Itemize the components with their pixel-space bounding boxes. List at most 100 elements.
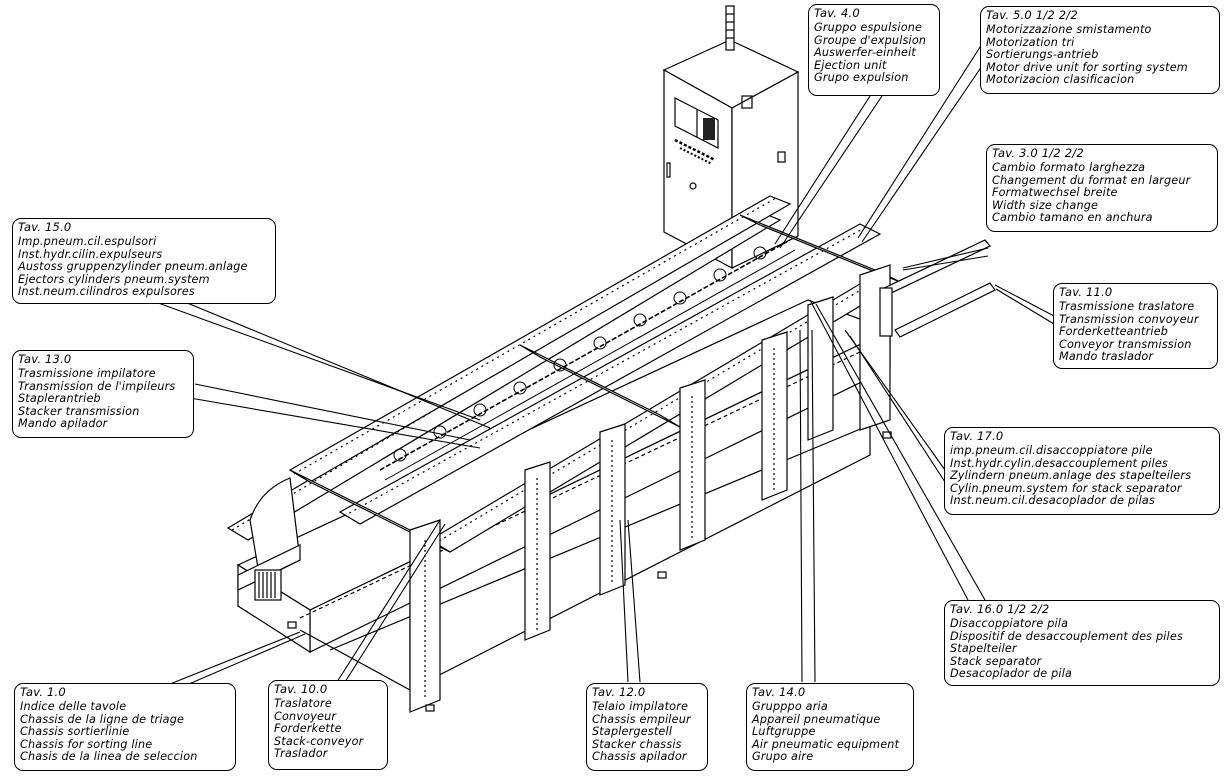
leader-tav-1-0 xyxy=(154,631,301,691)
callout-line: Trasmissione traslatore xyxy=(1059,300,1195,314)
callout-tav-10-0: Tav. 10.0 Traslatore Convoyeur Forderket… xyxy=(268,680,388,770)
callout-line: Disaccoppiatore pila xyxy=(950,617,1069,631)
callout-line: Gruppo espulsione xyxy=(814,21,923,35)
callout-line: Inst.neum.cil.desacoplador de pilas xyxy=(950,494,1155,508)
callout-line: Chassis for sorting line xyxy=(20,737,153,751)
leader-tav-11-0 xyxy=(994,284,1055,317)
callout-line: Motorization tri xyxy=(986,35,1075,49)
leader-tav-15-0 xyxy=(149,299,481,421)
control-panel-screen xyxy=(674,97,719,149)
callout-line: Inst.neum.cilindros expulsores xyxy=(18,285,195,299)
callout-ref: Tav. 15.0 xyxy=(18,220,72,234)
callout-tav-11-0: Tav. 11.0 Trasmissione traslatore Transm… xyxy=(1053,283,1218,369)
callout-line: Forderketteantrieb xyxy=(1059,325,1169,339)
infeed-section xyxy=(237,477,301,601)
callout-line: Indice delle tavole xyxy=(20,700,127,714)
callout-line: Trasmissione impilatore xyxy=(18,367,156,381)
callout-tav-4-0: Tav. 4.0 Gruppo espulsione Groupe d'expu… xyxy=(808,4,940,96)
callout-ref: Tav. 10.0 xyxy=(274,682,328,696)
callout-tav-16-0: Tav. 16.0 1/2 2/2 Disaccoppiatore pila D… xyxy=(944,600,1220,686)
callout-line: Mando apilador xyxy=(18,417,108,431)
callout-tav-15-0: Tav. 15.0 Imp.pneum.cil.espulsori Inst.h… xyxy=(12,218,276,304)
callout-line: Inst.hydr.cilin.expulseurs xyxy=(18,247,163,261)
leader-lines xyxy=(149,43,1055,691)
callout-tav-5-0: Tav. 5.0 1/2 2/2 Motorizzazione smistame… xyxy=(980,6,1220,94)
callout-line: Grupo aire xyxy=(752,750,814,764)
ejector-cylinders xyxy=(379,239,796,481)
callout-line: Cambio tamano en anchura xyxy=(992,211,1153,225)
callout-line: Traslador xyxy=(274,747,328,761)
callout-line: Chassis empileur xyxy=(592,712,691,726)
leader-tav-14-0 xyxy=(799,329,803,683)
callout-tav-17-0: Tav. 17.0 imp.pneum.cil.disaccoppiatore … xyxy=(944,427,1220,515)
door-handle-icon xyxy=(666,162,671,178)
callout-line: Austoss gruppenzylinder pneum.anlage xyxy=(18,260,248,274)
callout-ref: Tav. 5.0 1/2 2/2 xyxy=(986,8,1078,22)
leader-tav-12-0 xyxy=(619,519,629,683)
callout-line: Telaio impilatore xyxy=(592,700,689,714)
callout-ref: Tav. 16.0 1/2 2/2 xyxy=(950,602,1050,616)
callout-line: Transmission de l'impileurs xyxy=(18,379,176,393)
callout-line: Formatwechsel breite xyxy=(992,186,1118,200)
callout-line: Cambio formato larghezza xyxy=(992,161,1146,175)
callout-line: Mando traslador xyxy=(1059,350,1154,364)
callout-line: Chassis sortierlinie xyxy=(20,725,130,739)
callout-line: Motorizzazione smistamento xyxy=(986,23,1152,37)
callout-line: Cylin.pneum.system for stack separator xyxy=(950,481,1182,495)
callout-line: Grupo expulsion xyxy=(814,71,909,85)
callout-tav-12-0: Tav. 12.0 Telaio impilatore Chassis empi… xyxy=(586,683,708,771)
callout-line: Width size change xyxy=(992,198,1099,212)
callout-ref: Tav. 13.0 xyxy=(18,352,72,366)
callout-tav-3-0: Tav. 3.0 1/2 2/2 Cambio formato larghezz… xyxy=(986,144,1218,232)
callout-line: Stacker transmission xyxy=(18,404,140,418)
callout-line: Stacker chassis xyxy=(592,737,682,751)
callout-line: Chasis de la linea de seleccion xyxy=(20,750,198,764)
callout-line: Ejection unit xyxy=(814,58,887,72)
callout-line: Inst.hydr.cylin.desaccouplement piles xyxy=(950,456,1168,470)
callout-line: Stapelteiler xyxy=(950,642,1017,656)
callout-line: Groupe d'expulsion xyxy=(814,33,927,47)
callout-line: Stack-conveyor xyxy=(274,734,364,748)
width-adjustment-rods xyxy=(879,239,996,338)
callout-tav-1-0: Tav. 1.0 Indice delle tavole Chassis de … xyxy=(14,683,236,771)
leader-tav-5-0 xyxy=(857,43,983,239)
callout-line: Luftgruppe xyxy=(752,725,816,739)
callout-ref: Tav. 14.0 xyxy=(752,685,806,699)
main-switch-icon xyxy=(777,151,786,163)
callout-line: Motor drive unit for sorting system xyxy=(986,60,1188,74)
callout-line: Transmission convoyeur xyxy=(1059,312,1199,326)
leader-tav-16-0 xyxy=(809,299,969,601)
callout-ref: Tav. 11.0 xyxy=(1059,285,1113,299)
callout-line: Stack separator xyxy=(950,654,1042,668)
leader-tav-4-0 xyxy=(774,95,871,245)
callout-line: Staplergestell xyxy=(592,725,673,739)
callout-tav-14-0: Tav. 14.0 Grupppo aria Appareil pneumati… xyxy=(746,683,914,771)
leader-tav-10-0 xyxy=(336,519,441,683)
callout-line: Zylindern pneum.anlage des stapelteilers xyxy=(950,469,1192,483)
callout-line: Sortierungs-antrieb xyxy=(986,48,1099,62)
callout-line: Traslatore xyxy=(274,697,332,711)
callout-line: Auswerfer-einheit xyxy=(814,46,917,60)
callout-line: Ejectors cylinders pneum.system xyxy=(18,272,210,286)
callout-line: Conveyor transmission xyxy=(1059,337,1192,351)
leader-tav-3-0 xyxy=(902,247,989,269)
callout-line: Staplerantrieb xyxy=(18,392,101,406)
callout-line: Appareil pneumatique xyxy=(752,712,881,726)
callout-line: Motorizacion clasificacion xyxy=(986,73,1135,87)
callout-line: imp.pneum.cil.disaccoppiatore pile xyxy=(950,444,1153,458)
callout-line: Chassis de la ligne de triage xyxy=(20,712,185,726)
callout-line: Grupppo aria xyxy=(752,700,828,714)
callout-ref: Tav. 17.0 xyxy=(950,429,1004,443)
callout-line: Air pneumatic equipment xyxy=(752,737,900,751)
callout-line: Imp.pneum.cil.espulsori xyxy=(18,235,157,249)
signal-tower-icon xyxy=(725,5,735,51)
leader-tav-13-0 xyxy=(194,383,471,441)
callout-line: Forderkette xyxy=(274,722,342,736)
callout-line: Convoyeur xyxy=(274,709,337,723)
callout-ref: Tav. 1.0 xyxy=(20,685,66,699)
callout-line: Desacoplador de pila xyxy=(950,667,1073,681)
fan-grille-icon xyxy=(741,95,753,109)
callout-ref: Tav. 3.0 1/2 2/2 xyxy=(992,146,1084,160)
callout-tav-13-0: Tav. 13.0 Trasmissione impilatore Transm… xyxy=(12,350,194,438)
